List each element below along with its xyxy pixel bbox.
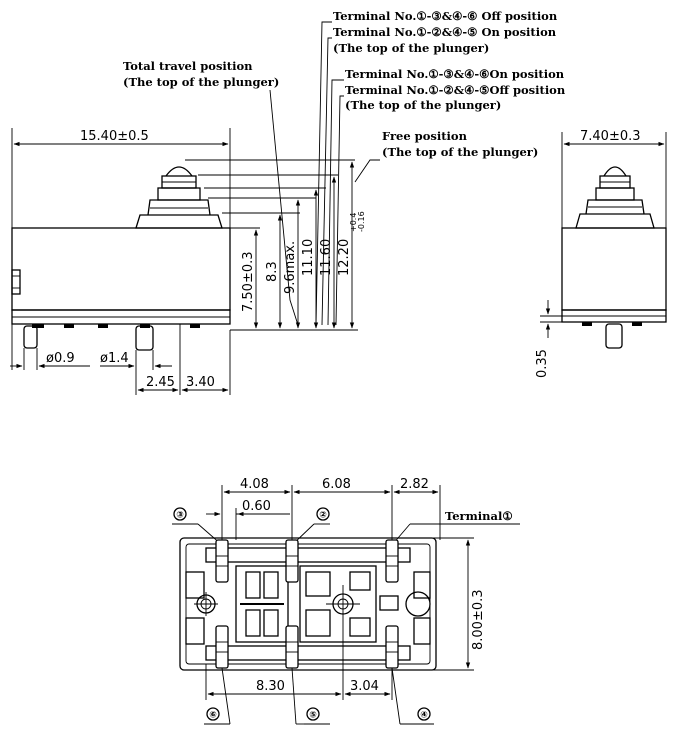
callout-5: ⑤	[291, 667, 330, 725]
plunger	[135, 166, 223, 229]
dim-top-4-08: 4.08	[240, 477, 269, 492]
terminal-4	[385, 625, 399, 669]
dim-bot-8-30: 8.30	[256, 679, 285, 694]
dim-top-6-08: 6.08	[322, 477, 351, 492]
dim-side-width: 7.40±0.3	[580, 129, 641, 144]
dim-depth-8-00: 8.00±0.3	[471, 589, 486, 650]
dim-pin-dia-a: ø0.9	[46, 351, 75, 366]
dim-h-12-20: 12.20	[337, 239, 352, 276]
note-terminal-on-b: Terminal No.①-③&④-⑥On position	[345, 67, 565, 81]
side-body	[561, 227, 667, 311]
bottom-view: 4.08 6.08 2.82 0.60 ③ ② Terminal① 8.00	[172, 477, 520, 725]
note-free-position: Free position	[382, 129, 468, 143]
pin-large	[135, 325, 154, 351]
terminal-5	[285, 625, 299, 669]
note-terminal-off-a: Terminal No.①-③&④-⑥ Off position	[333, 9, 558, 23]
callout-terminal-1: Terminal①	[391, 509, 520, 546]
dim-h-11-10: 11.10	[301, 239, 316, 276]
dim-bot-3-04: 3.04	[350, 679, 379, 694]
pin-small	[23, 325, 38, 349]
dim-h-8-3: 8.3	[265, 261, 280, 282]
note-free-position-sub: (The top of the plunger)	[382, 145, 538, 159]
dim-pin-dia-b: ø1.4	[100, 351, 129, 366]
svg-text:④: ④	[420, 711, 428, 721]
callout-6: ⑥	[204, 667, 231, 725]
callout-2: ②	[291, 507, 330, 546]
side-pin	[605, 323, 623, 349]
callout-4: ④	[391, 667, 434, 725]
dim-h-12-20-tol-minus: -0.16	[357, 211, 366, 232]
dim-offset-3-40: 3.40	[186, 375, 215, 390]
label-terminal-1: Terminal①	[445, 509, 513, 523]
terminal-3	[215, 539, 229, 583]
note-total-travel: Total travel position	[123, 59, 253, 73]
side-view: 7.40±0.3 0.35	[535, 129, 667, 378]
mount-hole-right	[405, 591, 431, 617]
dim-overall-width: 15.40±0.5	[80, 129, 149, 144]
svg-text:⑤: ⑤	[309, 711, 317, 721]
svg-text:③: ③	[176, 511, 184, 521]
top-notes: Terminal No.①-③&④-⑥ Off position Termina…	[123, 9, 566, 159]
dim-body-height: 7.50±0.3	[241, 251, 256, 312]
svg-text:⑥: ⑥	[209, 711, 217, 721]
switch-body	[11, 227, 231, 311]
note-terminal-on-a: Terminal No.①-②&④-⑤ On position	[333, 25, 557, 39]
dim-top-0-60: 0.60	[242, 499, 271, 514]
terminal-1	[385, 539, 399, 583]
dim-h-9-6: 9.6max.	[283, 241, 298, 294]
dim-offset-2-45: 2.45	[146, 375, 175, 390]
side-plunger	[575, 166, 655, 229]
terminal-6	[215, 625, 229, 669]
dim-h-12-20-tol-plus: +0.4	[349, 213, 358, 232]
note-total-travel-sub: (The top of the plunger)	[123, 75, 279, 89]
front-view: 15.40±0.5	[10, 128, 366, 395]
note-terminal-off-b: Terminal No.①-②&④-⑤Off position	[345, 83, 566, 97]
note-plunger-a: (The top of the plunger)	[333, 41, 489, 55]
note-plunger-b: (The top of the plunger)	[345, 98, 501, 112]
dim-h-11-60: 11.60	[319, 239, 334, 276]
bottom-outline	[179, 537, 437, 671]
dim-top-2-82: 2.82	[400, 477, 429, 492]
dim-foot-0-35: 0.35	[535, 349, 550, 378]
terminal-2	[285, 539, 299, 583]
svg-text:②: ②	[319, 511, 327, 521]
